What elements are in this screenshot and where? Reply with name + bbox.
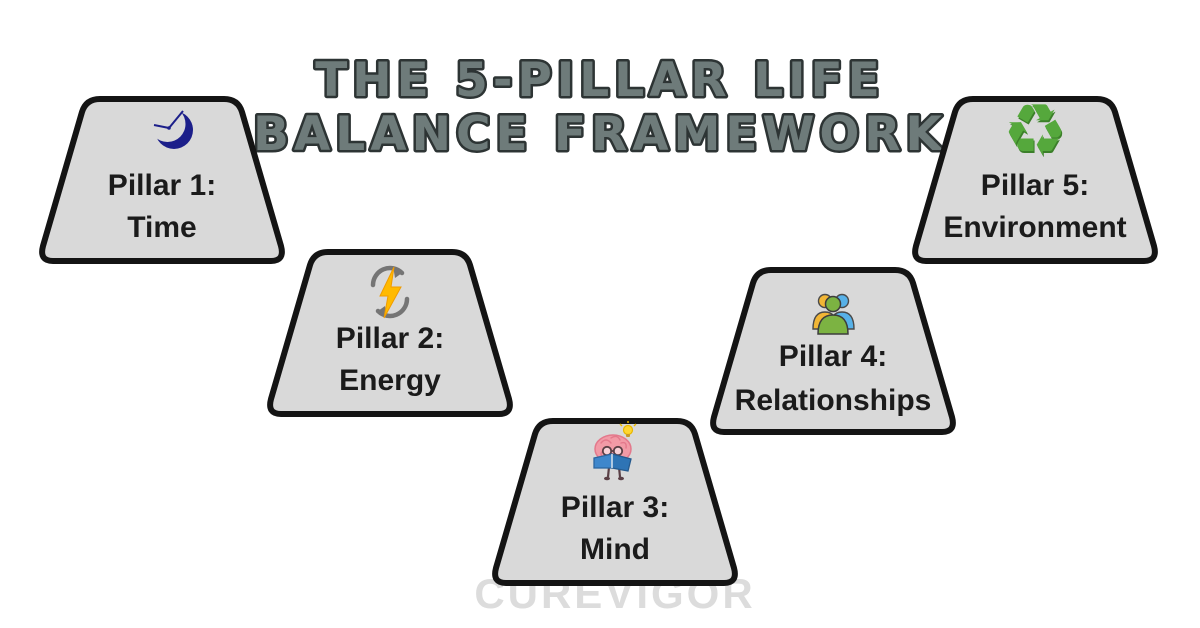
energy-cycle-icon xyxy=(361,262,419,327)
trapezoid-shape xyxy=(912,96,1158,264)
page-title-line2: BALANCE FRAMEWORK xyxy=(253,107,947,162)
pillar-label: Pillar 3: xyxy=(560,491,670,524)
people-group-icon xyxy=(805,290,861,343)
pillar-2-energy: Pillar 2: Energy xyxy=(262,248,518,418)
pillar-label: Pillar 4: xyxy=(778,340,888,373)
trapezoid-shape xyxy=(710,267,956,435)
trapezoid-shape xyxy=(39,96,285,264)
brain-reading-icon xyxy=(581,421,649,492)
recycle-icon: ♻ xyxy=(1002,88,1068,172)
pillar-name: Energy xyxy=(339,364,441,397)
pillar-label: Pillar 2: xyxy=(335,322,445,355)
pillar-3-mind: Pillar 3: Mind xyxy=(487,417,743,587)
pillar-name: Relationships xyxy=(734,384,932,417)
pillar-label: Pillar 1: xyxy=(107,169,217,202)
trapezoid-shape xyxy=(492,418,738,586)
pillar-4-relationships: Pillar 4: Relationships xyxy=(705,266,961,436)
pillar-name: Time xyxy=(127,211,197,244)
clock-icon xyxy=(138,104,202,161)
pillar-1-time: Pillar 1: Time xyxy=(34,95,290,265)
trapezoid-shape xyxy=(267,249,513,417)
page-title: THE 5-PILLAR LIFE BALANCE FRAMEWORK xyxy=(251,51,947,165)
pillar-label: Pillar 5: xyxy=(980,169,1090,202)
pillar-5-environment: ♻ Pillar 5: Environment xyxy=(907,88,1163,265)
pillar-name: Environment xyxy=(943,211,1127,244)
page-title-line1: THE 5-PILLAR LIFE xyxy=(315,53,884,108)
pillar-name: Mind xyxy=(580,533,650,566)
